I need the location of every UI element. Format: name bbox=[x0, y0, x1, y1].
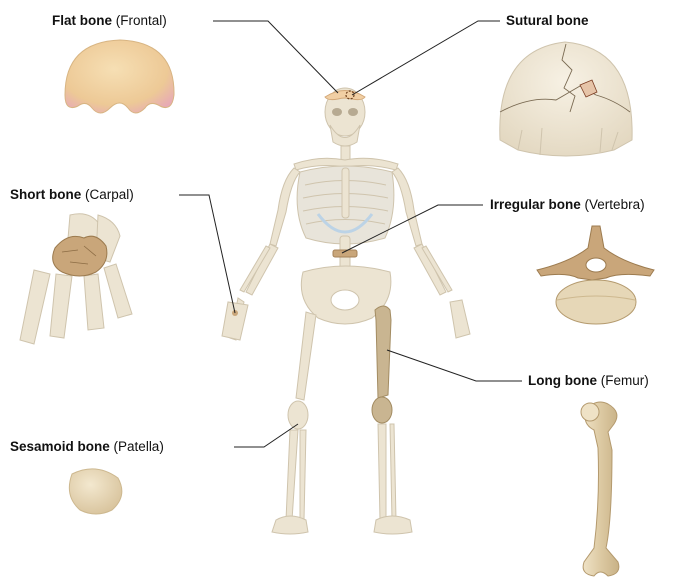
label-long-bone-type: (Femur) bbox=[601, 373, 649, 388]
patella-illustration bbox=[69, 469, 122, 514]
label-irregular-bone: Irregular bone (Vertebra) bbox=[490, 197, 645, 213]
label-irregular-bone-type: (Vertebra) bbox=[585, 197, 645, 212]
label-sutural-bone-name: Sutural bone bbox=[506, 13, 589, 28]
leader-sesamoid bbox=[234, 424, 298, 447]
leader-long bbox=[387, 350, 522, 381]
frontal-bone-illustration bbox=[65, 40, 174, 113]
label-short-bone-name: Short bone bbox=[10, 187, 81, 202]
label-flat-bone-type: (Frontal) bbox=[116, 13, 167, 28]
label-long-bone-name: Long bone bbox=[528, 373, 597, 388]
skeleton-figure bbox=[222, 88, 470, 534]
label-flat-bone: Flat bone (Frontal) bbox=[52, 13, 167, 29]
vertebra-illustration bbox=[537, 226, 654, 324]
label-short-bone: Short bone (Carpal) bbox=[10, 187, 134, 203]
leader-short bbox=[179, 195, 235, 313]
label-short-bone-type: (Carpal) bbox=[85, 187, 134, 202]
label-sesamoid-bone-name: Sesamoid bone bbox=[10, 439, 110, 454]
label-flat-bone-name: Flat bone bbox=[52, 13, 112, 28]
sutural-skull-illustration bbox=[500, 42, 632, 156]
leader-sutural bbox=[352, 21, 500, 95]
leader-flat bbox=[213, 21, 338, 93]
label-sesamoid-bone-type: (Patella) bbox=[114, 439, 164, 454]
label-sesamoid-bone: Sesamoid bone (Patella) bbox=[10, 439, 164, 455]
label-irregular-bone-name: Irregular bone bbox=[490, 197, 581, 212]
femur-illustration bbox=[581, 402, 619, 576]
label-long-bone: Long bone (Femur) bbox=[528, 373, 649, 389]
label-sutural-bone: Sutural bone bbox=[506, 13, 589, 29]
carpal-hand-illustration bbox=[20, 214, 132, 344]
